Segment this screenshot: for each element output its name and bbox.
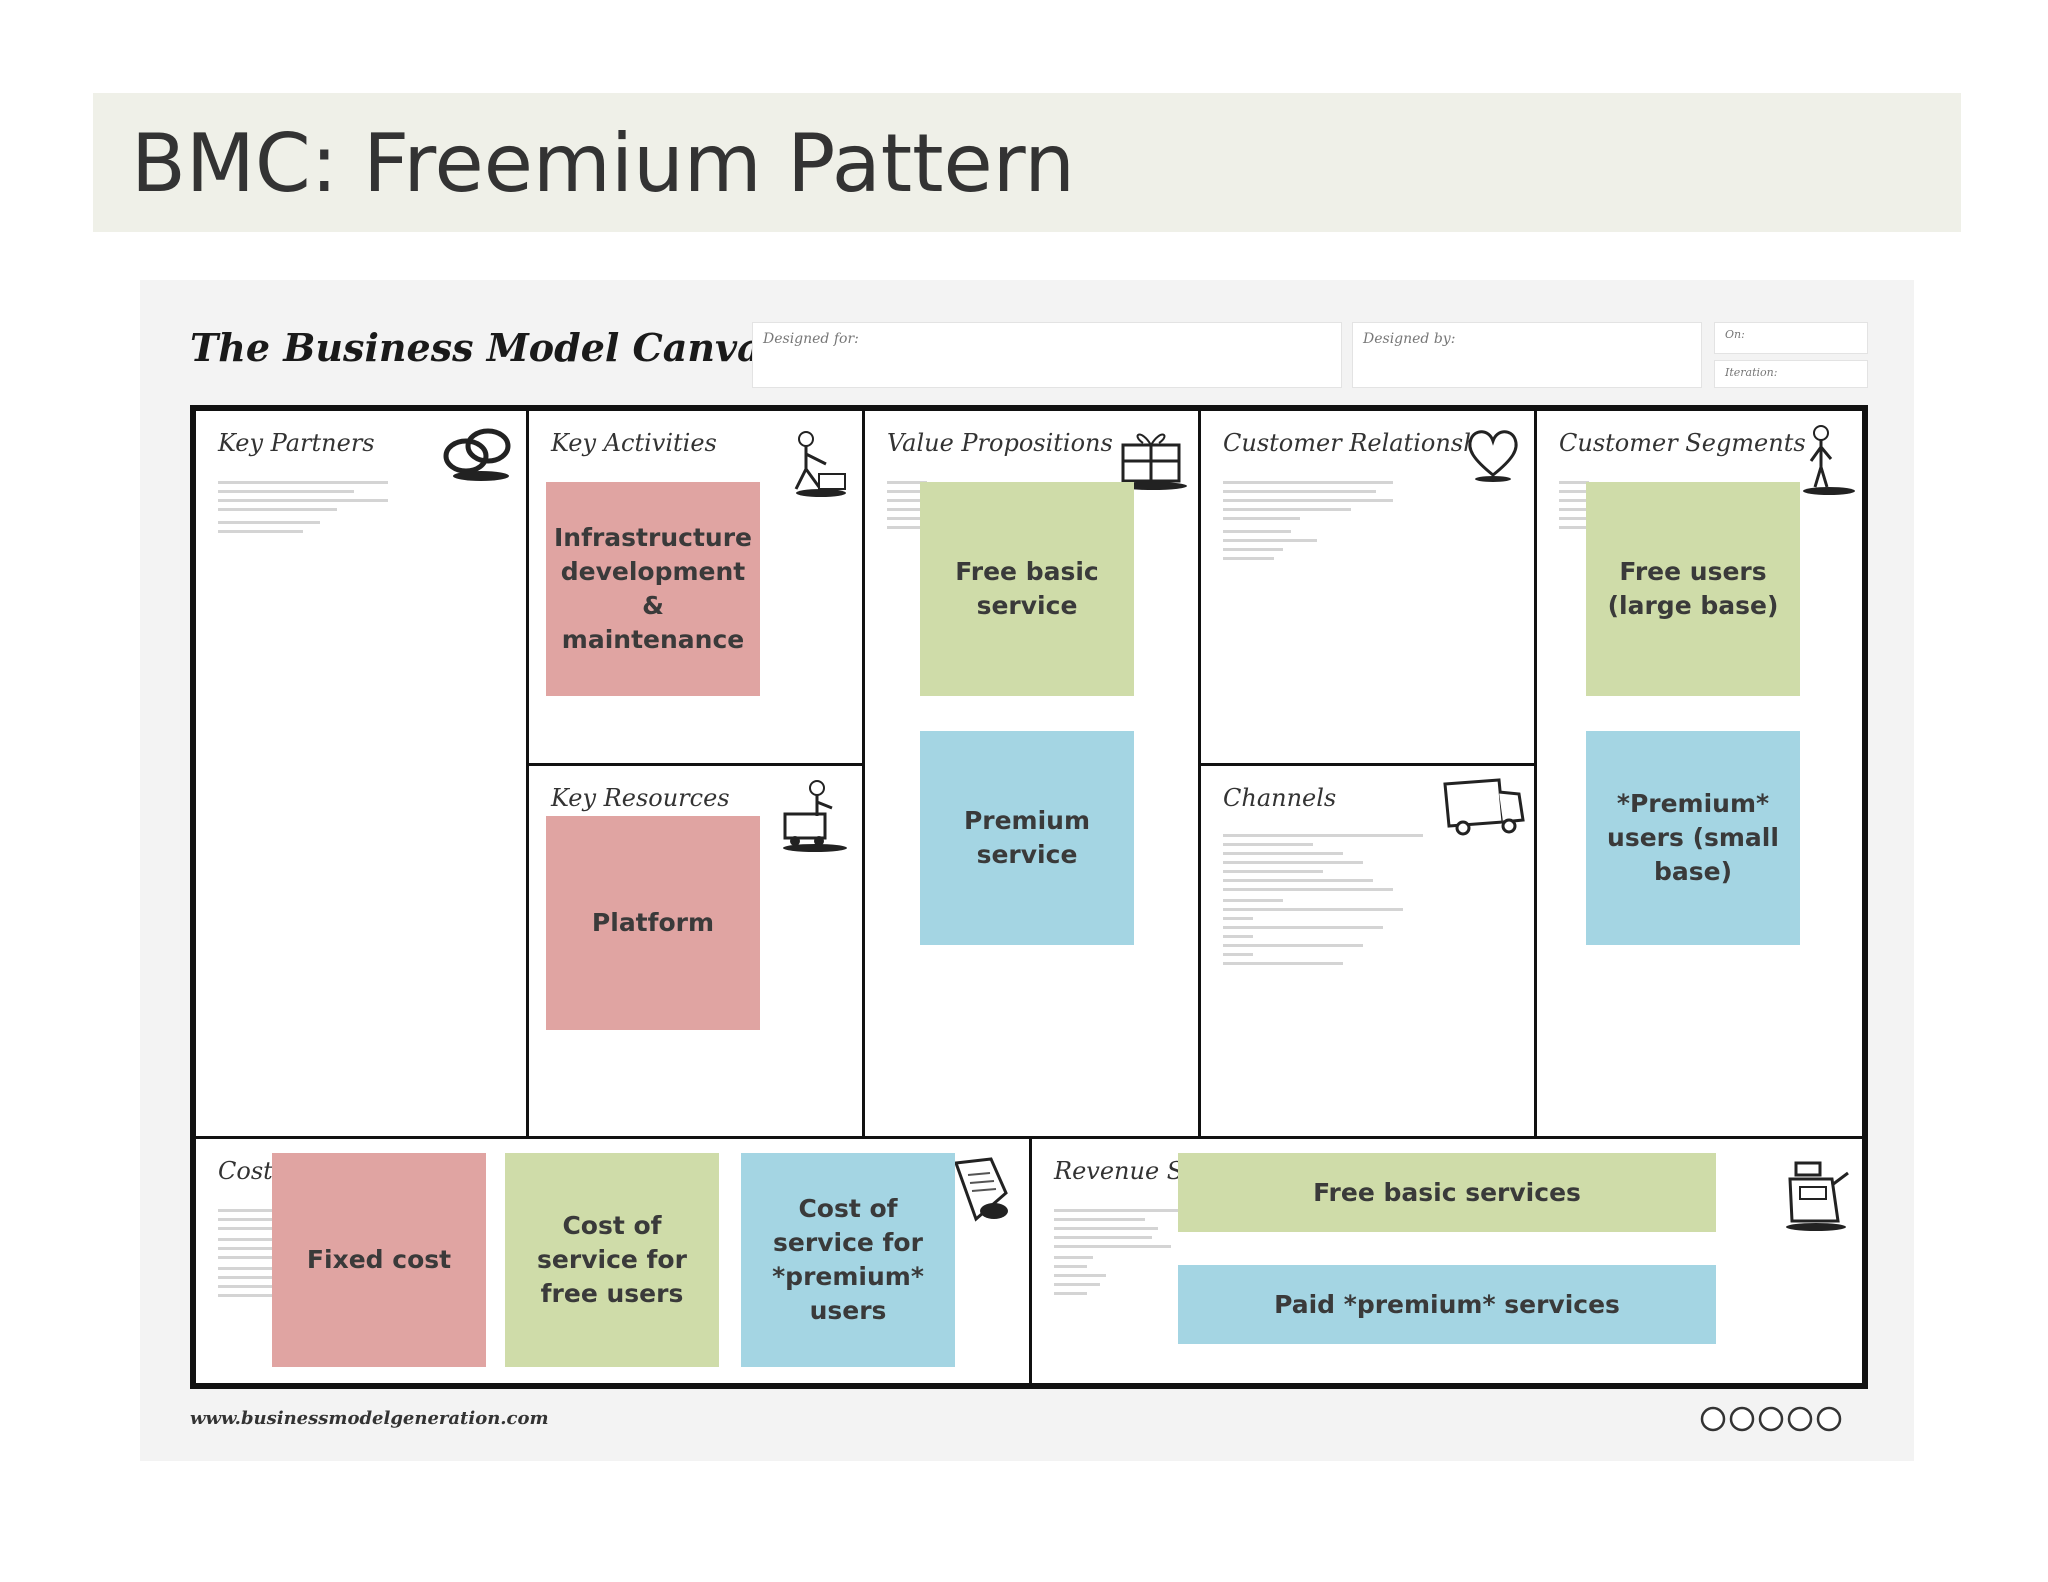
customer-relationships-hint-text (1223, 481, 1393, 566)
sticky-cost-free-users[interactable]: Cost of service for free users (505, 1153, 719, 1367)
gift-box-icon (1119, 433, 1187, 490)
on-field: On: (1714, 322, 1868, 354)
key-resources-block: Key Resources (529, 766, 865, 1136)
iteration-label: Iteration: (1725, 366, 1778, 379)
key-partners-hint-text (218, 481, 388, 539)
value-propositions-hint-text (887, 481, 927, 535)
on-label: On: (1725, 328, 1745, 341)
designed-by-label: Designed by: (1363, 331, 1456, 347)
slide-title: BMC: Freemium Pattern (131, 117, 1075, 210)
sticky-premium-service[interactable]: Premium service (920, 731, 1134, 945)
heart-icon (1468, 430, 1518, 482)
customer-relationships-title: Customer Relationships (1223, 429, 1514, 457)
channels-block: Channels (1201, 766, 1537, 1136)
cost-structure-hint-text (218, 1209, 278, 1303)
sticky-free-basic-service[interactable]: Free basic service (920, 482, 1134, 696)
revenue-streams-hint-text (1054, 1209, 1184, 1301)
designed-for-field: Designed for: (752, 322, 1342, 388)
standing-person-icon (1803, 425, 1855, 495)
customer-segments-title: Customer Segments (1559, 429, 1806, 457)
business-model-canvas: The Business Model Canvas Designed for: … (140, 280, 1914, 1461)
cash-register-icon (1786, 1161, 1849, 1231)
designed-for-label: Designed for: (763, 331, 859, 347)
worker-icon (794, 431, 846, 497)
price-tag-icon (953, 1157, 1008, 1222)
canvas-title: The Business Model Canvas (190, 325, 784, 370)
creative-commons-icon (1700, 1406, 1842, 1432)
customer-segments-block: Customer Segments (1537, 411, 1862, 1136)
sticky-premium-users[interactable]: *Premium* users (small base) (1586, 731, 1800, 945)
designed-by-field: Designed by: (1352, 322, 1702, 388)
forklift-icon (783, 780, 847, 852)
channels-title: Channels (1223, 784, 1337, 812)
sticky-fixed-cost[interactable]: Fixed cost (272, 1153, 486, 1367)
key-partners-block: Key Partners (196, 411, 529, 1136)
customer-segments-hint-text (1559, 481, 1589, 535)
sticky-paid-premium-services[interactable]: Paid *premium* services (1178, 1265, 1716, 1344)
key-activities-title: Key Activities (551, 429, 717, 457)
delivery-truck-icon (1443, 778, 1525, 836)
key-resources-title: Key Resources (551, 784, 730, 812)
footer-url[interactable]: www.businessmodelgeneration.com (190, 1408, 549, 1429)
sticky-cost-premium-users[interactable]: Cost of service for *premium* users (741, 1153, 955, 1367)
revenue-streams-block: Revenue Stre (1032, 1136, 1862, 1383)
key-partners-title: Key Partners (218, 429, 375, 457)
value-propositions-title: Value Propositions (887, 429, 1113, 457)
customer-relationships-block: Customer Relationships (1201, 411, 1537, 766)
value-propositions-block: Value Propositions (865, 411, 1201, 1136)
sticky-free-basic-services[interactable]: Free basic services (1178, 1153, 1716, 1232)
channels-hint-text (1223, 834, 1423, 971)
cost-structure-block: Cost S (196, 1136, 1032, 1383)
sticky-platform[interactable]: Platform (546, 816, 760, 1030)
sticky-free-users[interactable]: Free users (large base) (1586, 482, 1800, 696)
key-activities-block: Key Activities (529, 411, 865, 766)
chain-link-icon (443, 428, 511, 481)
iteration-field: Iteration: (1714, 360, 1868, 388)
title-band: BMC: Freemium Pattern (93, 93, 1961, 232)
sticky-infrastructure[interactable]: Infrastructure development & maintenance (546, 482, 760, 696)
